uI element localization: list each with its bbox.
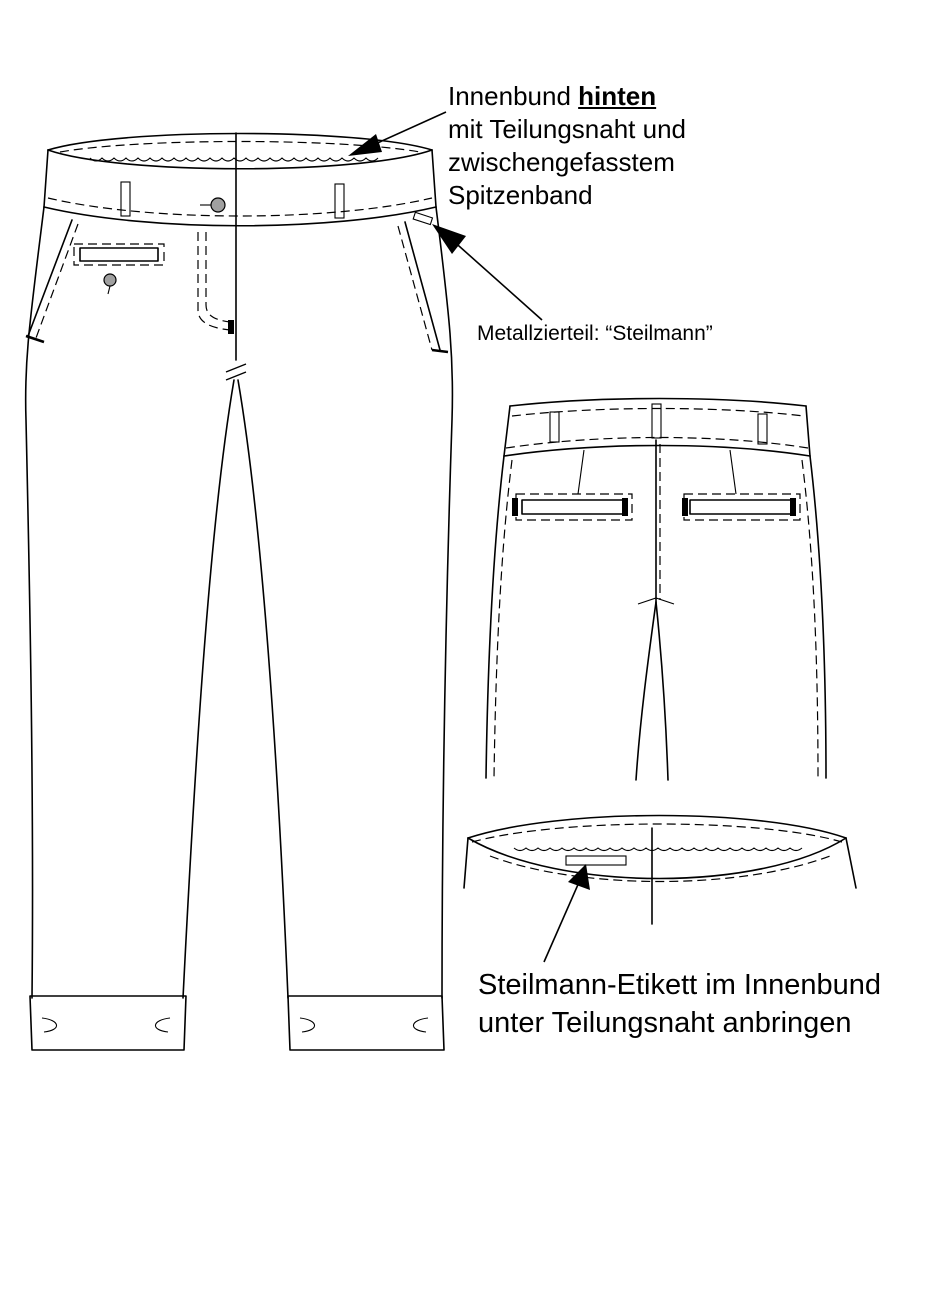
arrow-etikett (543, 864, 590, 963)
etikett-annotation: Steilmann-Etikett im Innenbund unter Tei… (478, 966, 881, 1042)
back-view-trousers (485, 397, 827, 781)
innenbund-line1-a: Innenbund (448, 81, 579, 111)
back-belt-loop-center (651, 403, 662, 439)
back-pocket-left (521, 499, 627, 515)
innenbund-annotation: Innenbund hinten mit Teilungsnaht und zw… (448, 80, 686, 212)
innenbund-line3: zwischengefasstem (448, 147, 675, 177)
innenbund-line2: mit Teilungsnaht und (448, 114, 687, 144)
front-lace-band (89, 157, 379, 162)
metallzierteil-annotation: Metallzierteil: “Steilmann” (477, 322, 713, 345)
etikett-line1: Steilmann-Etikett im Innenbund (478, 969, 881, 1001)
front-belt-loop-left (120, 181, 131, 217)
right-cuff (287, 995, 445, 1051)
inner-waistband-detail (463, 814, 857, 925)
etikett-line2: unter Teilungsnaht anbringen (478, 1007, 852, 1039)
front-coin-pocket (79, 247, 159, 262)
metal-ornament (412, 211, 434, 226)
arrow-innenbund (348, 111, 447, 156)
back-belt-loop-left (549, 411, 560, 443)
innenbund-line1-b: hinten (578, 81, 657, 111)
back-belt-loop-right (757, 413, 768, 445)
front-waist-button (210, 197, 226, 213)
back-pocket-right (689, 499, 795, 515)
left-cuff (29, 995, 187, 1051)
inner-lace-band (513, 847, 803, 852)
steilmann-label (565, 855, 627, 866)
arrow-metallzierteil (432, 224, 543, 321)
front-view-trousers (24, 132, 454, 1051)
innenbund-line4: Spitzenband (448, 180, 593, 210)
front-belt-loop-right (334, 183, 345, 219)
